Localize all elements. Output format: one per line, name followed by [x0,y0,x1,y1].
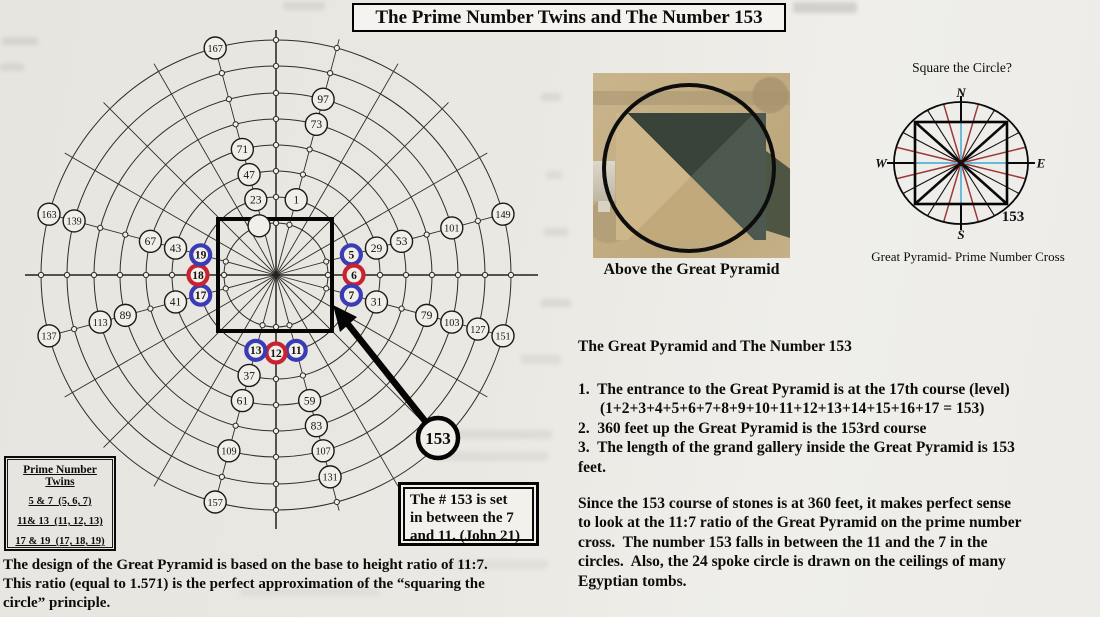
svg-text:113: 113 [93,318,108,329]
text-line: to look at the 11:7 ratio of the Great P… [578,514,1022,532]
text-line: Since the 153 course of stones is at 360… [578,495,1012,513]
svg-text:137: 137 [41,332,56,343]
scan-artifact [432,430,552,439]
text-line: Egyptian tombs. [578,572,687,590]
svg-text:109: 109 [221,447,236,458]
compass-caption: Great Pyramid- Prime Number Cross [871,249,1065,264]
svg-text:W: W [875,156,888,171]
svg-text:157: 157 [208,498,223,509]
svg-text:13: 13 [250,345,262,357]
bottom-caption: The design of the Great Pyramid is based… [3,556,563,612]
scan-artifact [436,452,548,461]
bottom-caption-line: The design of the Great Pyramid is based… [3,557,488,573]
scan-artifact [0,63,24,71]
svg-text:47: 47 [243,169,255,181]
svg-text:7: 7 [348,290,354,302]
svg-text:107: 107 [315,447,330,458]
prime-number-cross-diagram: 1567111213171819232931374143475359616771… [25,30,538,529]
compass-rose-diagram: N S W E 153 [875,85,1046,242]
prime-twins-legend: Prime Number Twins 5 & 7 (5, 6, 7) 11& 1… [4,456,116,551]
note-line: in between the 7 [410,510,514,526]
text-line: feet. [578,458,606,476]
svg-text:83: 83 [311,420,323,432]
svg-text:37: 37 [243,370,255,382]
svg-text:71: 71 [237,144,249,156]
pyramid-photo [593,73,790,258]
legend-row: 5 & 7 (5, 6, 7) [28,496,92,507]
svg-text:N: N [955,85,966,100]
svg-text:149: 149 [495,210,510,221]
svg-text:1: 1 [293,194,299,206]
svg-text:59: 59 [304,395,316,407]
svg-text:167: 167 [208,44,223,55]
svg-text:103: 103 [444,318,459,329]
svg-text:97: 97 [317,94,329,106]
pyramid-photo-caption: Above the Great Pyramid [603,261,780,278]
svg-text:29: 29 [371,243,383,255]
svg-text:163: 163 [41,210,56,221]
legend-row: 11& 13 (11, 12, 13) [17,516,103,527]
svg-text:73: 73 [311,119,323,131]
scan-artifact [793,2,857,13]
scan-artifact [2,37,38,45]
svg-text:153: 153 [1002,209,1025,225]
scan-artifact [521,355,561,364]
svg-text:5: 5 [348,250,354,262]
svg-text:11: 11 [291,345,302,357]
svg-text:139: 139 [66,217,81,228]
svg-text:6: 6 [351,270,357,282]
svg-text:131: 131 [322,473,337,484]
note-153-box-inner: The # 153 is set in between the 7 and 11… [403,487,534,544]
svg-text:17: 17 [195,290,207,302]
svg-text:151: 151 [495,332,510,343]
text-line: 2. 360 feet up the Great Pyramid is the … [578,419,927,437]
scan-artifact [283,2,325,10]
page-title-text: The Prime Number Twins and The Number 15… [375,7,763,28]
text-line: 3. The length of the grand gallery insid… [578,439,1015,457]
svg-text:S: S [957,227,964,242]
svg-text:89: 89 [120,310,132,322]
svg-text:41: 41 [170,297,182,309]
scan-artifact [541,93,561,101]
svg-text:31: 31 [371,297,383,309]
pyramid-circle-overlay [602,83,776,253]
svg-text:101: 101 [444,224,459,235]
svg-text:53: 53 [396,236,408,248]
text-line: cross. The number 153 falls in between t… [578,533,988,551]
svg-text:61: 61 [237,395,249,407]
svg-text:23: 23 [250,194,262,206]
text-line: 1. The entrance to the Great Pyramid is … [578,381,1010,398]
svg-text:153: 153 [425,429,451,448]
text-line: circles. Also, the 24 spoke circle is dr… [578,553,1006,571]
text-heading: The Great Pyramid and The Number 153 [578,338,852,355]
legend-header: Prime Number Twins [23,464,97,488]
svg-text:79: 79 [421,310,433,322]
page-title: The Prime Number Twins and The Number 15… [352,3,786,32]
svg-text:18: 18 [192,270,204,282]
text-line: (1+2+3+4+5+6+7+8+9+10+11+12+13+14+15+16+… [600,400,985,418]
scan-artifact [544,228,568,236]
bottom-caption-line: circle” principle. [3,594,111,611]
note-line: The # 153 is set [410,492,508,508]
main-text-block: The Great Pyramid and The Number 153 1. … [578,338,1100,591]
svg-text:19: 19 [195,250,207,262]
svg-text:12: 12 [270,348,282,360]
note-153-box: The # 153 is set in between the 7 and 11… [398,482,539,546]
scan-artifact [546,171,562,179]
bottom-caption-line: This ratio (equal to 1.571) is the perfe… [3,575,485,592]
prime-twins-legend-inner: Prime Number Twins 5 & 7 (5, 6, 7) 11& 1… [7,459,113,548]
scan-artifact [448,560,548,569]
svg-text:E: E [1036,156,1046,171]
svg-text:43: 43 [170,243,182,255]
note-line: and 11. (John 21) [410,528,521,544]
legend-row: 17 & 19 (17, 18, 19) [15,536,105,547]
compass-title: Square the Circle? [912,60,1012,75]
svg-text:67: 67 [145,236,157,248]
scan-artifact [240,588,380,596]
svg-text:127: 127 [470,325,485,336]
scan-artifact [541,299,571,307]
